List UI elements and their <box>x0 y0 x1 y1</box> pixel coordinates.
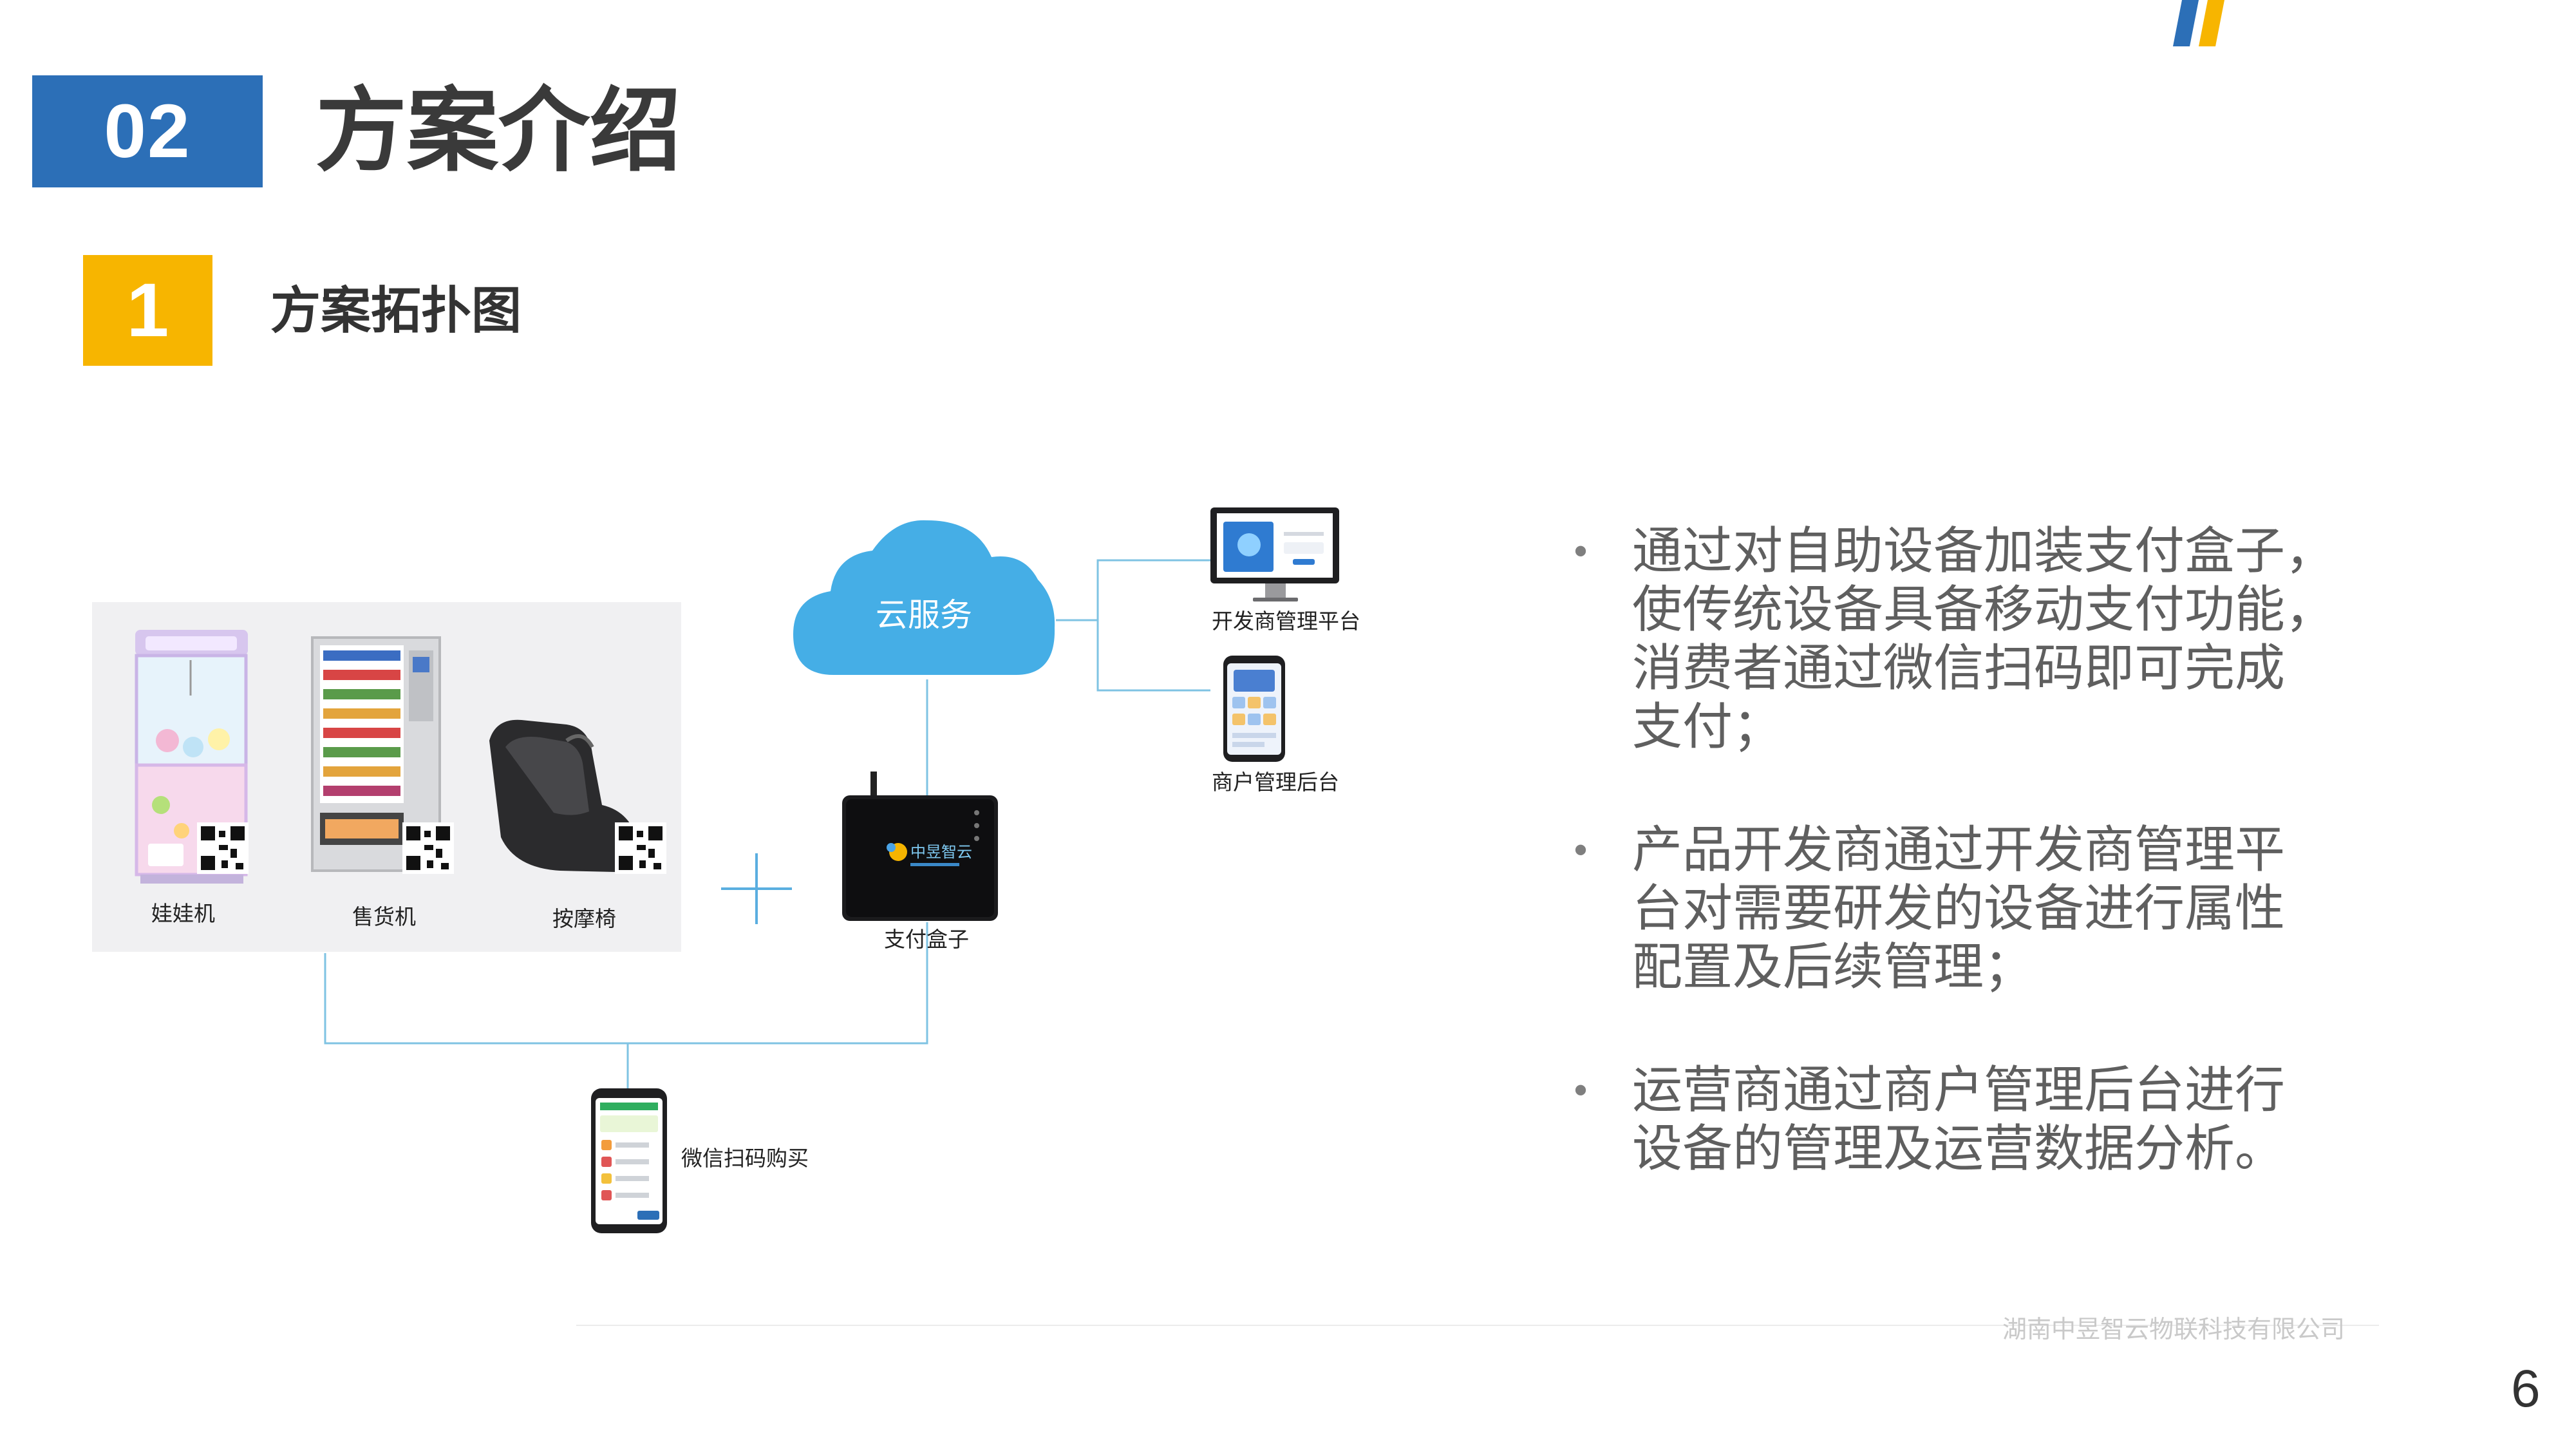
bullet-item: • 通过对自助设备加装支付盒子， 使传统设备具备移动支付功能， 消费者通过微信扫… <box>1568 522 2340 756</box>
subsection-title: 方案拓扑图 <box>270 282 522 339</box>
bullet-dot-icon: • <box>1574 828 1588 871</box>
machine-label-massage-chair: 按摩椅 <box>552 907 616 931</box>
section-number: 02 <box>104 89 191 174</box>
developer-platform-label: 开发商管理平台 <box>1212 609 1360 633</box>
bullet-line: 设备的管理及运营数据分析。 <box>1632 1120 2286 1177</box>
machine-label-claw: 娃娃机 <box>151 902 215 925</box>
bullet-line: 产品开发商通过开发商管理平 <box>1632 821 2286 878</box>
bullet-item: • 运营商通过商户管理后台进行 设备的管理及运营数据分析。 <box>1568 1061 2340 1178</box>
machine-label-vending: 售货机 <box>352 905 416 929</box>
bullet-dot-icon: • <box>1574 529 1588 573</box>
cloud-icon <box>793 520 1055 675</box>
bullet-line: 消费者通过微信扫码即可完成 <box>1632 639 2286 696</box>
vending-machine-icon <box>311 636 441 872</box>
bullet-item: • 产品开发商通过开发商管理平 台对需要研发的设备进行属性 配置及后续管理； <box>1568 820 2340 996</box>
plus-icon <box>721 853 792 924</box>
cloud-to-developer-line <box>1056 559 1210 621</box>
merchant-backend-label: 商户管理后台 <box>1212 770 1339 794</box>
section-title: 方案介绍 <box>315 80 681 182</box>
qr-code-icon <box>197 822 249 874</box>
box-to-machines-line <box>324 922 928 1045</box>
cloud-to-merchant-line <box>1096 620 1210 692</box>
monitor-icon <box>1210 507 1339 601</box>
smartphone-icon <box>1223 656 1285 762</box>
bullet-line: 运营商通过商户管理后台进行 <box>1632 1061 2286 1118</box>
bullet-line: 配置及后续管理； <box>1632 938 2035 995</box>
bullet-line: 支付； <box>1632 698 1783 755</box>
payment-box-icon: 中昱智云 <box>842 772 998 921</box>
bullet-dot-icon: • <box>1574 1068 1588 1112</box>
connector-lines <box>324 559 1210 1088</box>
section-number-badge: 02 <box>32 75 263 187</box>
page-number: 6 <box>2511 1359 2541 1418</box>
cloud-service-label: 云服务 <box>876 597 972 633</box>
wechat-phone-icon <box>591 1088 667 1233</box>
subsection-number-badge: 1 <box>83 255 212 366</box>
payment-box-brand: 中昱智云 <box>910 844 972 861</box>
wechat-purchase-label: 微信扫码购买 <box>681 1146 809 1170</box>
bullet-line: 台对需要研发的设备进行属性 <box>1632 880 2286 936</box>
logo-mark-icon <box>2173 0 2224 46</box>
bullet-line: 通过对自助设备加装支付盒子， <box>1632 522 2336 579</box>
company-name: 湖南中昱智云物联科技有限公司 <box>2002 1316 2346 1343</box>
qr-code-icon <box>402 822 454 874</box>
subsection-number: 1 <box>126 268 169 353</box>
payment-box-label: 支付盒子 <box>884 927 969 951</box>
qr-code-icon <box>615 822 666 874</box>
bullet-line: 使传统设备具备移动支付功能， <box>1632 581 2336 638</box>
footer-divider <box>576 1325 2379 1326</box>
description-bullet-list: • 通过对自助设备加装支付盒子， 使传统设备具备移动支付功能， 消费者通过微信扫… <box>1568 522 2340 1242</box>
